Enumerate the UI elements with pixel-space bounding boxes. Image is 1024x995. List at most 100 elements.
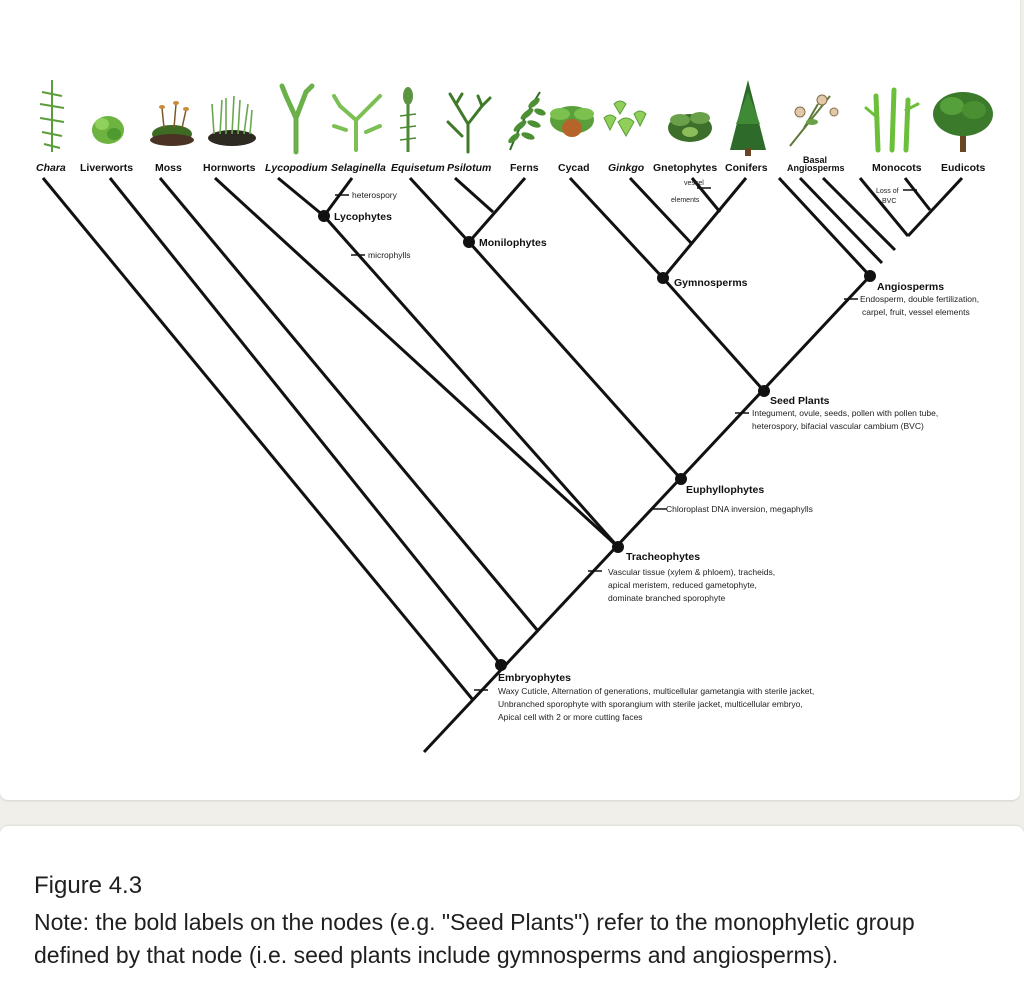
branch-lycophytes xyxy=(322,215,620,548)
phylogeny-diagram: Chara Liverworts Moss Hornworts Lycopodi… xyxy=(36,80,993,754)
label-lycophytes: Lycophytes xyxy=(334,211,392,223)
taxon-conifers: Conifers xyxy=(725,162,768,174)
label-gymnosperms: Gymnosperms xyxy=(674,277,748,289)
taxon-basal-line2: Angiosperms xyxy=(787,163,845,173)
trait-heterospory: heterospory xyxy=(352,190,398,200)
trait-vessel-line1: vessel xyxy=(684,180,704,187)
branch-eudicots xyxy=(906,176,964,238)
caption-card xyxy=(0,826,1024,995)
taxon-gnetophytes: Gnetophytes xyxy=(653,162,717,174)
label-angiosperms: Angiosperms xyxy=(877,281,944,293)
ferns-illustration xyxy=(508,91,546,151)
taxon-psilotum: Psilotum xyxy=(447,162,491,174)
taxon-liverworts: Liverworts xyxy=(80,162,133,174)
taxon-chara: Chara xyxy=(36,162,66,174)
trait-trach-line3: dominate branched sporophyte xyxy=(608,593,725,603)
branch-equisetum xyxy=(408,176,471,244)
node-embryophytes xyxy=(495,659,507,671)
node-labels: Lycophytes Monilophytes Gymnosperms Angi… xyxy=(334,211,944,684)
taxon-basal-line1: Basal xyxy=(803,155,827,165)
figure-title: Figure 4.3 xyxy=(34,872,143,899)
trait-trach-line2: apical meristem, reduced gametophyte, xyxy=(608,580,757,590)
trait-embryo-line1: Waxy Cuticle, Alternation of generations… xyxy=(498,686,814,696)
trunk-branch xyxy=(422,274,872,754)
taxon-moss: Moss xyxy=(155,162,182,174)
branch-conifers xyxy=(661,177,748,279)
conifers-illustration xyxy=(730,80,766,156)
branch-basal-angiosperms-2 xyxy=(798,176,884,265)
label-monilophytes: Monilophytes xyxy=(479,237,547,249)
taxon-lycopodium: Lycopodium xyxy=(265,162,327,174)
branch-moss xyxy=(158,177,540,632)
branch-psilotum xyxy=(453,176,495,214)
node-euphyllophytes xyxy=(675,473,687,485)
psilotum-illustration xyxy=(446,92,492,154)
node-seed-plants xyxy=(758,385,770,397)
branch-gnetophytes xyxy=(690,177,722,213)
node-tracheophytes xyxy=(612,541,624,553)
figure-note: Note: the bold labels on the nodes (e.g.… xyxy=(34,909,915,968)
node-gymnosperms xyxy=(657,272,669,284)
hornworts-illustration xyxy=(208,95,256,146)
taxon-selaginella: Selaginella xyxy=(331,162,386,174)
trait-angio-line2: carpel, fruit, vessel elements xyxy=(862,307,970,317)
trait-labels: heterospory microphylls vessel elements … xyxy=(352,180,979,722)
taxon-hornworts: Hornworts xyxy=(203,162,256,174)
trait-vessel-line2: elements xyxy=(671,197,700,204)
trait-embryo-line3: Apical cell with 2 or more cutting faces xyxy=(498,712,643,722)
trait-trach-line1: Vascular tissue (xylem & phloem), trache… xyxy=(608,567,775,577)
trait-seed-line2: heterospory, bifacial vascular cambium (… xyxy=(752,421,924,431)
branch-ginkgo xyxy=(628,176,694,246)
branch-liverworts xyxy=(108,177,503,666)
label-embryophytes: Embryophytes xyxy=(498,672,571,684)
ginkgo-illustration xyxy=(603,100,647,138)
label-tracheophytes: Tracheophytes xyxy=(626,551,700,563)
taxon-monocots: Monocots xyxy=(872,162,922,174)
taxon-ferns: Ferns xyxy=(510,162,539,174)
branch-chara xyxy=(41,177,475,701)
basal-angiosperms-illustration xyxy=(789,94,839,147)
taxon-ginkgo: Ginkgo xyxy=(608,162,645,174)
branch-basal-angiosperms-1 xyxy=(777,176,872,278)
plant-illustrations xyxy=(39,80,993,156)
lycopodium-illustration xyxy=(279,83,315,155)
trait-bvc-line2: BVC xyxy=(882,198,896,205)
branch-monilophytes xyxy=(467,240,683,481)
branch-lycopodium xyxy=(277,176,325,218)
monocots-illustration xyxy=(864,87,920,153)
branch-cycad xyxy=(568,176,665,280)
node-monilophytes xyxy=(463,236,475,248)
moss-illustration xyxy=(150,101,194,146)
trait-seed-line1: Integument, ovule, seeds, pollen with po… xyxy=(752,408,938,418)
cycad-illustration xyxy=(550,106,594,137)
branch-monocots xyxy=(858,177,910,237)
branch-ferns xyxy=(467,177,527,243)
chara-illustration xyxy=(39,80,65,152)
trait-embryo-line2: Unbranched sporophyte with sporangium wi… xyxy=(498,699,803,709)
liverworts-illustration xyxy=(92,116,124,144)
trait-microphylls: microphylls xyxy=(368,250,411,260)
trait-euphyllophytes: Chloroplast DNA inversion, megaphylls xyxy=(666,504,813,514)
taxon-cycad: Cycad xyxy=(558,162,590,174)
trait-bvc-line1: Loss of xyxy=(876,188,899,195)
branch-eudicot-side xyxy=(903,177,932,211)
taxon-equisetum: Equisetum xyxy=(391,162,445,174)
equisetum-illustration xyxy=(399,87,417,152)
branch-hornworts xyxy=(213,176,620,549)
branches xyxy=(41,176,964,754)
taxon-eudicots: Eudicots xyxy=(941,162,985,174)
selaginella-illustration xyxy=(332,94,382,152)
nodes xyxy=(318,210,876,671)
node-lycophytes xyxy=(318,210,330,222)
branch-selaginella xyxy=(322,177,354,217)
gnetophytes-illustration xyxy=(668,112,712,142)
trait-ticks xyxy=(335,187,917,691)
label-euphyllophytes: Euphyllophytes xyxy=(686,484,764,496)
eudicots-illustration xyxy=(933,92,993,152)
branch-gymnosperms xyxy=(661,277,766,392)
branch-basal-angiosperms-3 xyxy=(821,176,897,252)
trait-angio-line1: Endosperm, double fertilization, xyxy=(860,294,979,304)
node-angiosperms xyxy=(864,270,876,282)
label-seed-plants: Seed Plants xyxy=(770,395,830,407)
taxon-labels: Chara Liverworts Moss Hornworts Lycopodi… xyxy=(36,155,985,174)
